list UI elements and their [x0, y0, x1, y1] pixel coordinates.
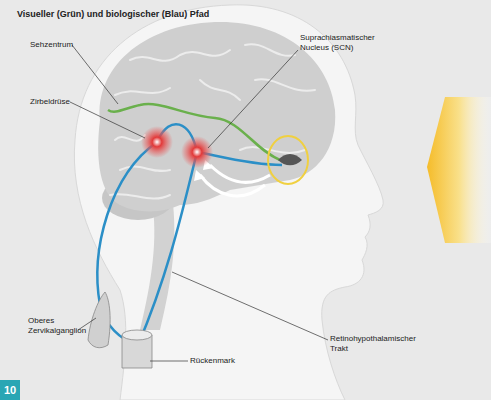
scn-glow: [181, 136, 213, 168]
eye-ring: [268, 136, 308, 184]
diagram-title: Visueller (Grün) und biologischer (Blau)…: [17, 9, 209, 19]
brain: [98, 22, 335, 211]
ganglion: [88, 292, 110, 348]
spinal-cord-top: [122, 330, 152, 340]
area-label: Sehzentrum: [30, 40, 90, 50]
callout-number: 10: [4, 384, 16, 396]
pineal-glow: [141, 126, 173, 158]
brain-gyri: [110, 44, 315, 198]
leader-lines: [70, 45, 328, 361]
light-beam: [427, 97, 491, 243]
figure-number-badge: 10: [0, 380, 20, 400]
biological-pathway: [97, 124, 282, 345]
ganglion-label: Oberes Zervikalganglion: [28, 316, 100, 336]
tract-label: Retinohypothalamischer Trakt: [330, 334, 430, 354]
eye: [278, 154, 302, 165]
nucleus-label: Suprachiasmatischer Nucleus (SCN): [300, 33, 390, 53]
spinal-cord-label: Rückenmark: [190, 356, 260, 366]
gland-label: Zirbeldrüse: [30, 97, 90, 107]
